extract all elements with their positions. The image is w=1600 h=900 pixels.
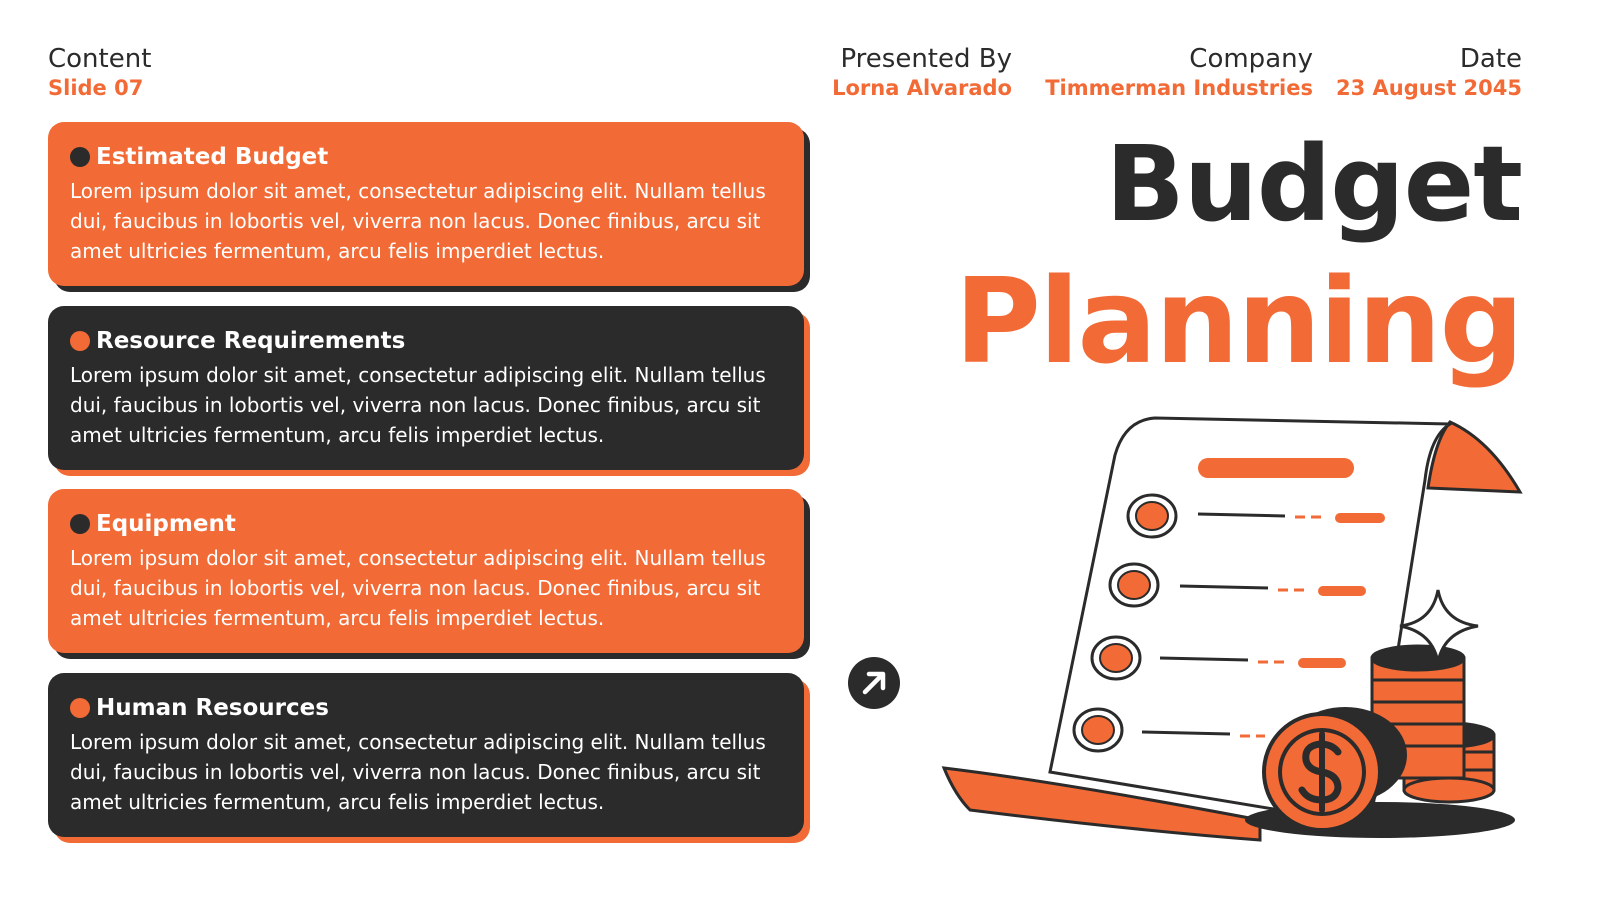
arrow-up-right-icon (862, 671, 886, 695)
card-title: Human Resources (70, 695, 780, 721)
date-label: Date (1459, 44, 1522, 74)
card-title: Equipment (70, 511, 780, 537)
card-body-text: Lorem ipsum dolor sit amet, consectetur … (70, 730, 766, 814)
dollar-coin-icon (1262, 712, 1382, 832)
card-resource-requirements: Resource Requirements Lorem ipsum dolor … (48, 306, 804, 470)
card-title: Resource Requirements (70, 328, 780, 354)
company-name: Timmerman Industries (1045, 76, 1313, 100)
slide-number: Slide 07 (48, 76, 144, 100)
slide-title-line1: Budget (1105, 123, 1523, 245)
bullet-dot-icon (70, 331, 90, 351)
checklist-row (1090, 635, 1346, 681)
card-title: Estimated Budget (70, 144, 780, 170)
budget-receipt-coins-illustration (941, 416, 1523, 842)
slide-title-line2: Planning (954, 252, 1524, 390)
bullet-dot-icon (70, 147, 90, 167)
presenter-name: Lorna Alvarado (832, 76, 1012, 100)
checklist-row (1108, 562, 1366, 608)
card-title-text: Resource Requirements (96, 328, 406, 354)
card-body-text: Lorem ipsum dolor sit amet, consectetur … (70, 363, 766, 447)
card-body-text: Lorem ipsum dolor sit amet, consectetur … (70, 179, 766, 263)
card-equipment: Equipment Lorem ipsum dolor sit amet, co… (48, 489, 804, 653)
sparkle-icon (1399, 589, 1479, 663)
checklist-row (1072, 707, 1265, 753)
card-title-text: Estimated Budget (96, 144, 329, 170)
company-label: Company (1189, 44, 1313, 74)
card-title-text: Human Resources (96, 695, 329, 721)
card-estimated-budget: Estimated Budget Lorem ipsum dolor sit a… (48, 122, 804, 286)
bullet-dot-icon (70, 698, 90, 718)
card-human-resources: Human Resources Lorem ipsum dolor sit am… (48, 673, 804, 837)
content-label: Content (48, 44, 152, 74)
next-arrow-button[interactable] (848, 657, 900, 709)
bullet-dot-icon (70, 514, 90, 534)
card-title-text: Equipment (96, 511, 236, 537)
checklist-row (1126, 493, 1385, 539)
date-value: 23 August 2045 (1335, 76, 1522, 100)
card-body-text: Lorem ipsum dolor sit amet, consectetur … (70, 546, 766, 630)
presented-by-label: Presented By (840, 44, 1012, 74)
